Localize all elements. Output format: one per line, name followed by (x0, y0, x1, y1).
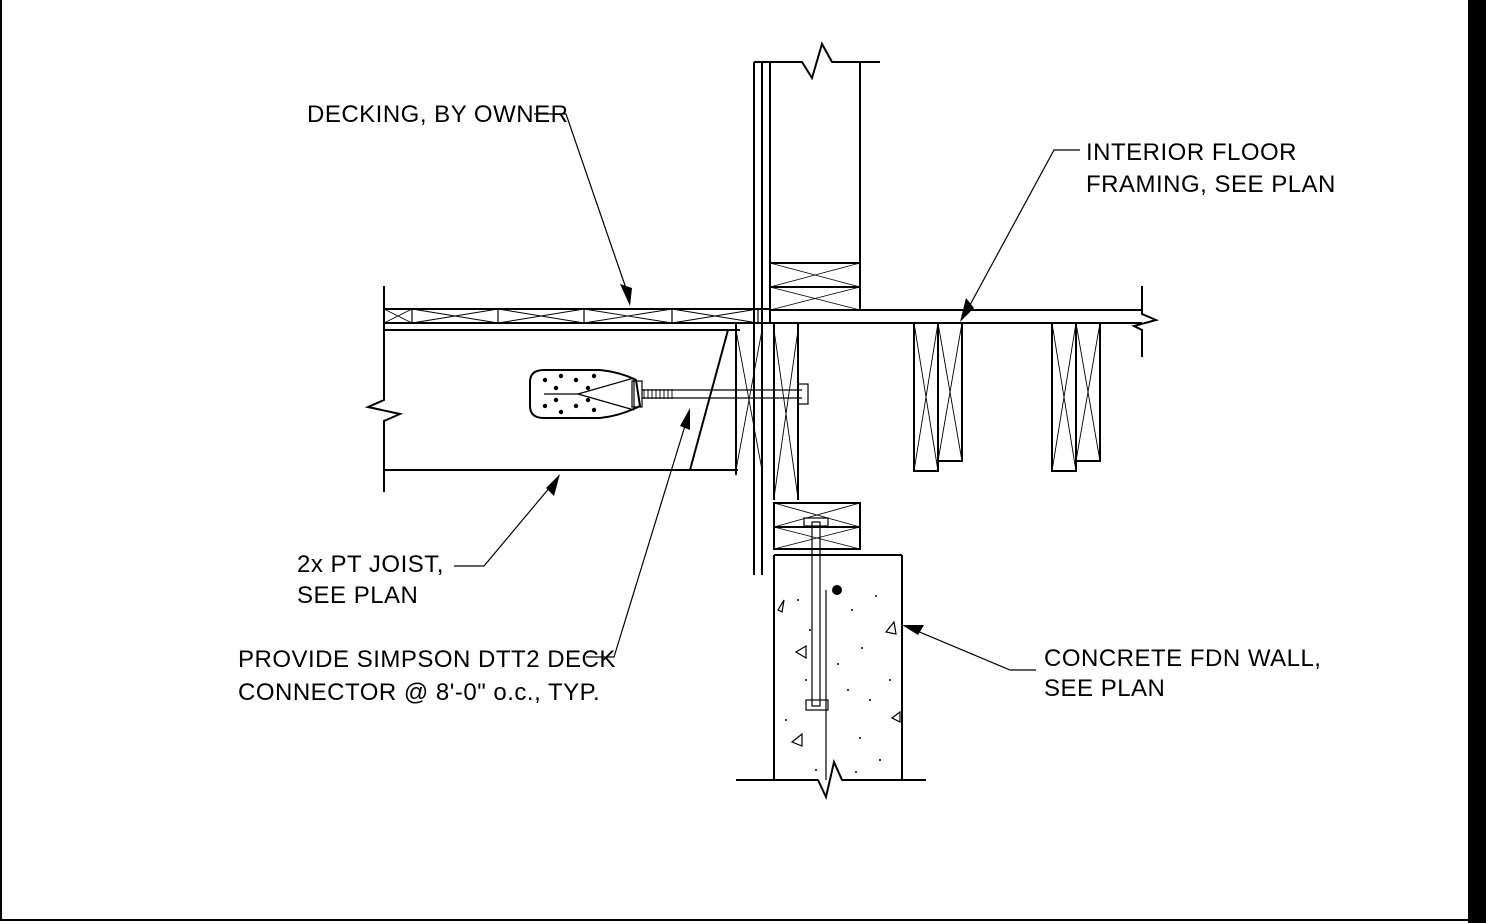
label-concrete-1: CONCRETE FDN WALL, (1044, 645, 1321, 672)
wall-above (753, 41, 880, 575)
label-interior-floor-2: FRAMING, SEE PLAN (1086, 171, 1336, 198)
label-concrete-2: SEE PLAN (1044, 675, 1165, 702)
label-decking: DECKING, BY OWNER (307, 101, 568, 128)
label-joist-2: SEE PLAN (297, 582, 418, 609)
label-joist-1: 2x PT JOIST, (297, 551, 444, 578)
leader-lines (454, 113, 1080, 671)
pt-joist (364, 286, 740, 492)
break-line-icon (364, 286, 404, 492)
break-line-icon (1131, 286, 1160, 357)
label-connector-2: CONNECTOR @ 8'-0" o.c., TYP. (238, 679, 600, 706)
concrete-foundation-wall (736, 517, 926, 801)
annotations: DECKING, BY OWNER INTERIOR FLOOR FRAMING… (238, 101, 1336, 706)
interior-joists (913, 322, 1101, 472)
sill-plates (773, 502, 861, 550)
label-connector-1: PROVIDE SIMPSON DTT2 DECK (238, 646, 616, 673)
decking-boards (383, 308, 770, 324)
label-interior-floor-1: INTERIOR FLOOR (1086, 139, 1297, 166)
ledger-boards (735, 323, 799, 500)
simpson-dtt2-connector-icon (529, 369, 809, 419)
